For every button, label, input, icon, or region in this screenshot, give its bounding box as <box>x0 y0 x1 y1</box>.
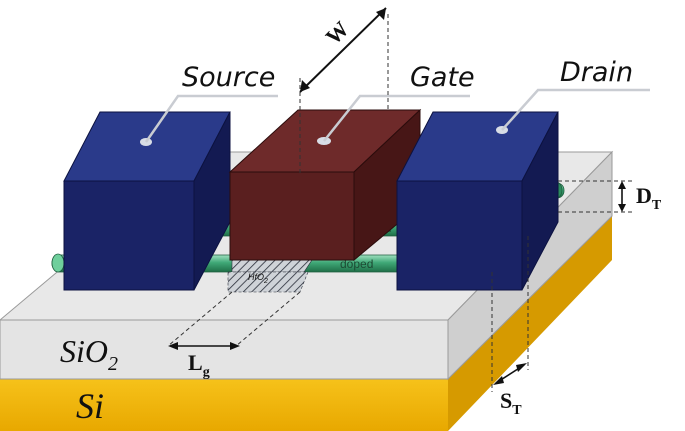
diameter-label: DT <box>636 183 662 213</box>
si-layer-front <box>0 379 448 431</box>
sio2-label: SiO2 <box>60 333 118 375</box>
spacing-label: ST <box>500 388 522 418</box>
source-leader <box>144 94 278 143</box>
gate-length-label: Lg <box>188 350 210 380</box>
drain-electrode <box>396 111 559 291</box>
hfo2-dielectric-base <box>227 271 309 293</box>
diameter-dimension: DT <box>558 180 662 213</box>
hfo2-label: HfO2 <box>248 272 268 285</box>
source-front <box>63 180 195 291</box>
drain-leader <box>501 88 650 131</box>
callout-leaders <box>144 88 650 143</box>
si-label: Si <box>76 386 104 426</box>
source-label: Source <box>182 62 275 93</box>
gate-length-dimension: Lg <box>167 291 301 380</box>
source-electrode <box>63 111 231 291</box>
drain-front <box>396 180 523 291</box>
drain-side <box>521 111 559 291</box>
gate-label: Gate <box>410 62 475 93</box>
gate-front <box>229 171 355 261</box>
si-layer-side <box>448 216 612 431</box>
drain-label: Drain <box>560 57 633 88</box>
gate-leader <box>323 94 470 142</box>
spacing-dimension: ST <box>491 236 529 418</box>
